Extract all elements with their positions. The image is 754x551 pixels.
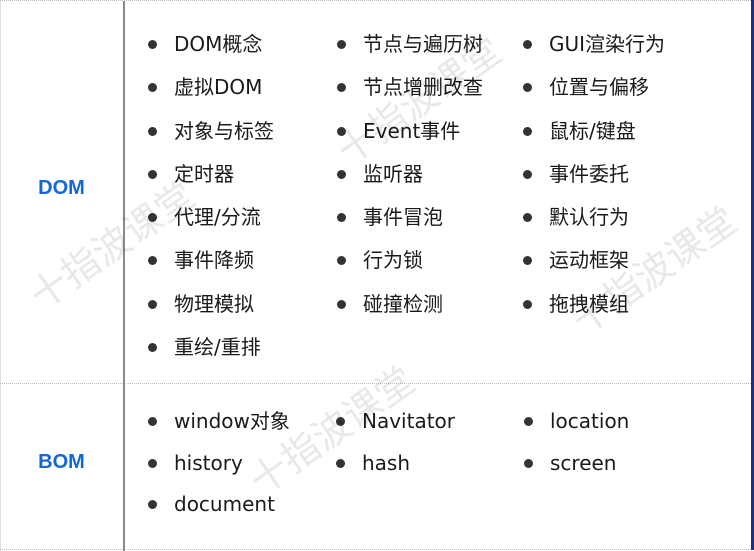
bullet-icon [523, 213, 532, 223]
bullet-icon [337, 83, 346, 93]
bullet-icon [524, 458, 533, 468]
bullet-icon [523, 126, 532, 136]
bullet-icon [337, 213, 346, 223]
bullet-icon [337, 40, 346, 49]
dom-category-label: DOM [38, 177, 85, 199]
bom-column-1: window对象 history document [148, 411, 290, 536]
bom-column-2: Navitator hash [336, 411, 455, 494]
bullet-icon [148, 40, 157, 49]
bullet-icon [523, 83, 532, 93]
list-item: Navitator [336, 411, 455, 431]
column-divider [123, 1, 125, 551]
bullet-icon [337, 299, 346, 309]
bom-column-3: location screen [524, 411, 629, 494]
list-item: 事件冒泡 [337, 207, 483, 227]
dom-column-2: 节点与遍历树 节点增删改查 Event事件 监听器 事件冒泡 行为锁 碰撞检测 [337, 34, 483, 337]
list-item: 默认行为 [523, 207, 665, 227]
bullet-icon [148, 299, 157, 309]
list-item: location [524, 411, 629, 431]
bullet-icon [148, 343, 157, 353]
list-item: 重绘/重排 [148, 337, 274, 357]
list-item: Event事件 [337, 121, 483, 141]
table-left-border [0, 1, 1, 551]
list-item: 鼠标/键盘 [523, 121, 665, 141]
list-item: 节点增删改查 [337, 77, 483, 97]
list-item: 代理/分流 [148, 207, 274, 227]
list-item: 运动框架 [523, 250, 665, 270]
bullet-icon [523, 40, 532, 49]
bullet-icon [523, 169, 532, 179]
dom-column-3: GUI渲染行为 位置与偏移 鼠标/键盘 事件委托 默认行为 运动框架 拖拽模组 [523, 34, 665, 337]
list-item: history [148, 453, 290, 473]
list-item: 事件委托 [523, 164, 665, 184]
list-item: 行为锁 [337, 250, 483, 270]
bullet-icon [336, 417, 345, 426]
list-item: hash [336, 453, 455, 473]
list-item: 定时器 [148, 164, 274, 184]
list-item: window对象 [148, 411, 290, 431]
list-item: DOM概念 [148, 34, 274, 54]
bullet-icon [523, 299, 532, 309]
bom-row: BOM window对象 history document Navitator … [0, 384, 751, 550]
bullet-icon [148, 500, 157, 509]
list-item: 监听器 [337, 164, 483, 184]
list-item: screen [524, 453, 629, 473]
bom-category-label: BOM [38, 451, 85, 473]
bullet-icon [337, 126, 346, 136]
list-item: 对象与标签 [148, 121, 274, 141]
dom-row: DOM DOM概念 虚拟DOM 对象与标签 定时器 代理/分流 事件降频 物理模… [0, 1, 751, 384]
bullet-icon [336, 458, 345, 468]
list-item: 节点与遍历树 [337, 34, 483, 54]
list-item: 位置与偏移 [523, 77, 665, 97]
right-edge-bar [751, 0, 754, 550]
list-item: 事件降频 [148, 250, 274, 270]
bullet-icon [148, 83, 157, 93]
bullet-icon [148, 256, 157, 266]
bullet-icon [523, 256, 532, 266]
list-item: 物理模拟 [148, 294, 274, 314]
bullet-icon [148, 458, 157, 468]
list-item: GUI渲染行为 [523, 34, 665, 54]
dom-column-1: DOM概念 虚拟DOM 对象与标签 定时器 代理/分流 事件降频 物理模拟 重绘… [148, 34, 274, 380]
bullet-icon [337, 169, 346, 179]
bullet-icon [524, 417, 533, 426]
list-item: 虚拟DOM [148, 77, 274, 97]
list-item: 拖拽模组 [523, 294, 665, 314]
list-item: 碰撞检测 [337, 294, 483, 314]
bullet-icon [337, 256, 346, 266]
bullet-icon [148, 126, 157, 136]
bullet-icon [148, 417, 157, 426]
bullet-icon [148, 169, 157, 179]
bullet-icon [148, 213, 157, 223]
list-item: document [148, 494, 290, 514]
